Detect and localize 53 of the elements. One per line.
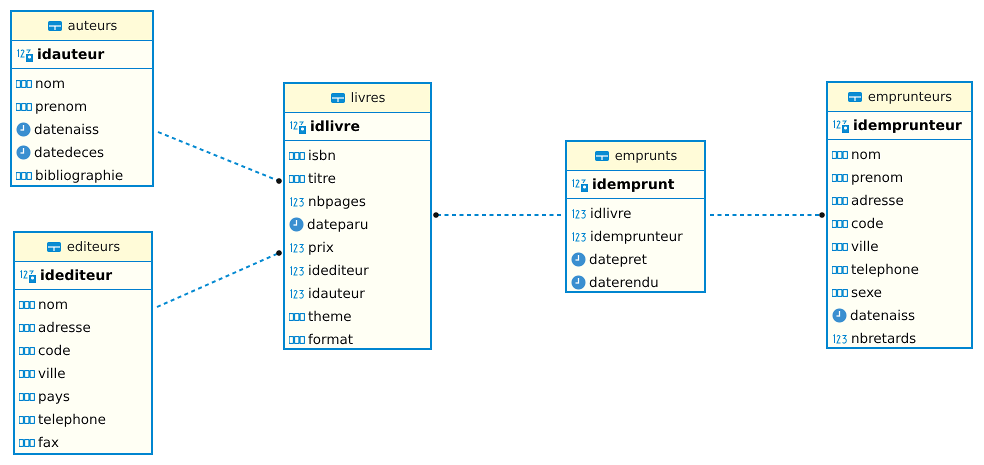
column-name: idediteur [308, 262, 369, 278]
primary-key-name: idlivre [310, 118, 360, 134]
column-name: prix [308, 240, 334, 256]
column-name: daterendu [589, 274, 659, 290]
column-name: titre [308, 170, 336, 186]
column-name: sexe [851, 284, 882, 300]
column-name: isbn [308, 148, 336, 164]
relationship-line [156, 250, 282, 308]
column-name: bibliographie [35, 168, 124, 184]
column-name: idemprunteur [590, 228, 683, 244]
column-name: datepret [589, 252, 647, 268]
column-name: adresse [851, 192, 904, 208]
column-name: nom [35, 76, 65, 92]
relationship-line [158, 131, 282, 184]
primary-key-name: idauteur [37, 46, 104, 62]
column-name: nom [38, 296, 68, 312]
column-name: code [38, 342, 71, 358]
column-name: nbpages [308, 194, 366, 210]
column-name: telephone [38, 412, 106, 428]
column-name: dateparu [307, 216, 368, 232]
column-name: datenaiss [850, 308, 916, 324]
column-name: ville [38, 366, 66, 382]
table-name: emprunts [614, 148, 678, 164]
column-name: ville [851, 238, 879, 254]
column-name: pays [38, 388, 70, 404]
table-box [826, 81, 973, 349]
column-name: adresse [38, 320, 91, 336]
column-name: format [308, 332, 354, 348]
table-box [13, 231, 153, 455]
column-name: code [851, 216, 884, 232]
column-name: idlivre [590, 206, 632, 222]
table-name: emprunteurs [868, 90, 952, 104]
column-name: datenaiss [34, 122, 100, 138]
column-name: telephone [851, 262, 919, 278]
column-name: idauteur [308, 286, 365, 302]
relationship-line [433, 212, 561, 218]
table-name: editeurs [66, 240, 120, 254]
column-name: prenom [851, 170, 904, 186]
primary-key-name: idemprunteur [853, 118, 962, 134]
table-name: auteurs [68, 18, 118, 34]
relationship-line [710, 212, 825, 218]
table-box [283, 82, 432, 350]
column-name: nom [851, 146, 881, 162]
column-name: theme [308, 308, 352, 324]
table-box [10, 10, 154, 187]
table-box [565, 140, 706, 293]
column-name: datedeces [34, 144, 104, 160]
column-name: fax [38, 434, 60, 450]
column-name: prenom [35, 98, 88, 114]
column-name: nbretards [851, 330, 916, 346]
primary-key-name: idediteur [40, 268, 112, 284]
table-name: livres [350, 90, 386, 106]
primary-key-name: idemprunt [592, 176, 674, 192]
